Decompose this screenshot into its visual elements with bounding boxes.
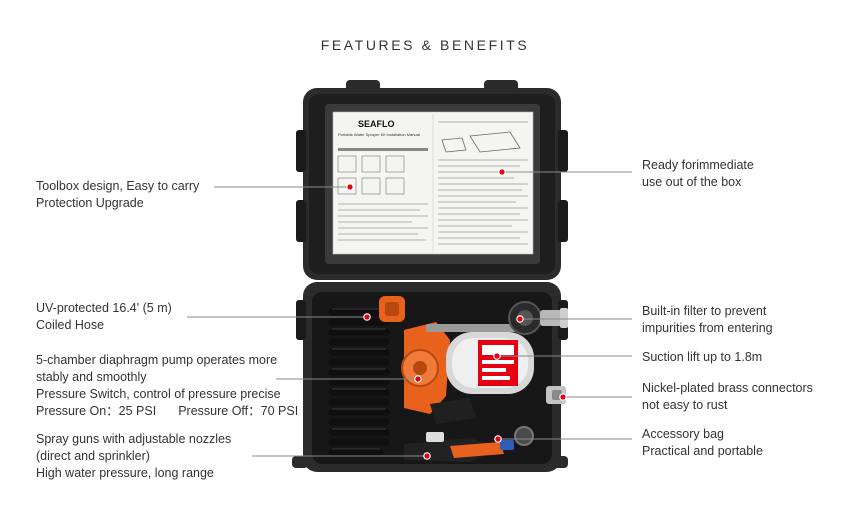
callout-line: Coiled Hose (36, 318, 105, 332)
installation-manual: SEAFLO Portable Water Sprayer Kit Instal… (332, 111, 534, 255)
callout-line: Pressure Switch, control of pressure pre… (36, 387, 281, 401)
callout-line: Nickel-plated brass connectors (642, 381, 813, 395)
callout-line: Practical and portable (642, 444, 763, 458)
spray-gun-and-accessories (404, 398, 534, 462)
callout-line: Protection Upgrade (36, 196, 144, 210)
callout-line: Toolbox design, Easy to carry (36, 179, 200, 193)
callout-line: Built-in filter to prevent (642, 304, 767, 318)
callout-line: impurities from entering (642, 321, 773, 335)
callout-suction-lift: Suction lift up to 1.8m (642, 349, 762, 366)
callout-coiled-hose: UV-protected 16.4' (5 m) Coiled Hose (36, 300, 172, 334)
marker-suction (493, 352, 501, 360)
callout-line: Suction lift up to 1.8m (642, 350, 763, 364)
callout-line: Accessory bag (642, 427, 724, 441)
callout-line: Ready forimmediate (642, 158, 754, 172)
callout-toolbox-design: Toolbox design, Easy to carry Protection… (36, 178, 199, 212)
callout-line: use out of the box (642, 175, 742, 189)
pressure-values-row: Pressure On：25 PSI Pressure Off：70 PSI (36, 403, 298, 420)
callout-built-in-filter: Built-in filter to prevent impurities fr… (642, 303, 773, 337)
callout-line: Spray guns with adjustable nozzles (36, 432, 232, 446)
marker-filter (516, 315, 524, 323)
marker-spray (423, 452, 431, 460)
callout-markers (346, 168, 567, 460)
callout-line: UV-protected 16.4' (5 m) (36, 301, 172, 315)
manual-heading: Portable Water Sprayer Kit Installation … (338, 132, 420, 137)
callout-ready-to-use: Ready forimmediate use out of the box (642, 157, 754, 191)
callout-spray-guns: Spray guns with adjustable nozzles (dire… (36, 431, 231, 482)
callout-line: 5-chamber diaphragm pump operates more (36, 353, 278, 367)
callout-diaphragm-pump: 5-chamber diaphragm pump operates more s… (36, 352, 298, 420)
coiled-hose (328, 308, 390, 456)
marker-hose (363, 313, 371, 321)
callout-line: (direct and sprinkler) (36, 449, 150, 463)
marker-bag (494, 435, 502, 443)
marker-toolbox (346, 183, 354, 191)
marker-brass (559, 393, 567, 401)
section-title: FEATURES & BENEFITS (320, 37, 530, 53)
leader-lines (187, 171, 632, 457)
pressure-off-text: Pressure Off：70 PSI (178, 404, 299, 418)
callout-line: stably and smoothly (36, 370, 147, 384)
pressure-on-text: Pressure On：25 PSI (36, 404, 157, 418)
callout-line: High water pressure, long range (36, 466, 214, 480)
marker-pump (414, 375, 422, 383)
manual-brand: SEAFLO (358, 119, 395, 129)
diaphragm-pump (401, 322, 536, 414)
callout-line: not easy to rust (642, 398, 728, 412)
marker-ready (498, 168, 506, 176)
callout-accessory-bag: Accessory bag Practical and portable (642, 426, 763, 460)
callout-brass-connectors: Nickel-plated brass connectors not easy … (642, 380, 813, 414)
